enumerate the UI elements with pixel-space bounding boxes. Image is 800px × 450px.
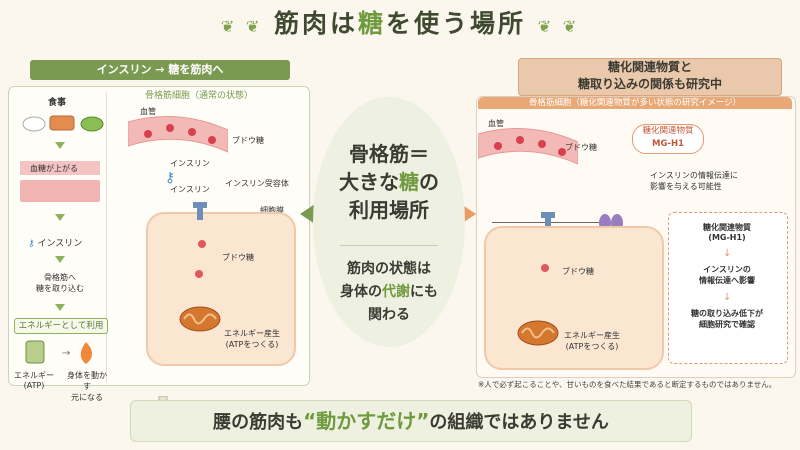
process-box xyxy=(668,212,788,364)
arrow-down-icon: ↓ xyxy=(723,248,732,259)
title-post: を使う場所 xyxy=(386,9,527,38)
muscle-cell xyxy=(484,226,664,370)
left-banner: インスリン → 糖を筋肉へ xyxy=(30,60,290,80)
title-highlight: 糖 xyxy=(357,9,386,38)
receptor-label: インスリン受容体 xyxy=(225,179,289,188)
vessel-graphic xyxy=(478,128,578,165)
process-step-2: インスリンの情報伝達へ影響 xyxy=(699,265,755,285)
energy-production-label: エネルギー産生(ATPをつくる) xyxy=(224,329,280,349)
meal-icon xyxy=(22,115,104,132)
process-step-1: 糖化関連物質(MG-H1) xyxy=(703,223,751,242)
flow-take-in: 骨格筋へ糖を取り込む xyxy=(36,273,84,293)
receptor-icon xyxy=(193,202,207,220)
energy-production-label: エネルギー産生(ATPをつくる) xyxy=(564,331,620,351)
vessel-graphic xyxy=(128,116,228,153)
arrow-down-icon xyxy=(55,304,65,311)
flow-blood-sugar: 血糖が上がる xyxy=(30,164,78,173)
insulin-label-2: インスリン xyxy=(170,185,210,194)
key-icon: ⚷ xyxy=(165,170,176,186)
glucose-dot xyxy=(541,264,549,272)
right-banner: 糖化関連物質と糖取り込みの関係も研究中 xyxy=(518,58,782,96)
glucose-in-label: ブドウ糖 xyxy=(562,267,594,276)
arrow-down-icon xyxy=(55,214,65,221)
title-pre: 筋肉は xyxy=(273,9,358,38)
insulin-label-1: インスリン xyxy=(170,159,210,168)
membrane-line xyxy=(492,222,622,223)
receptor-icon xyxy=(541,212,555,230)
laurel-right-icon: ❦ ❦ xyxy=(537,17,580,36)
bottom-banner: 腰の筋肉も“動かすだけ”の組織ではありません xyxy=(130,400,692,442)
muscle-cell xyxy=(146,212,296,366)
page-title: ❦ ❦ 筋肉は糖を使う場所 ❦ ❦ xyxy=(0,4,800,40)
blood-sugar-badge xyxy=(20,161,100,175)
flow-insulin: ⚷ インスリン xyxy=(28,239,83,249)
move-body-label: 身体を動かす元になる xyxy=(67,371,107,402)
left-panel-title: 骨格筋細胞（通常の状態） xyxy=(145,91,254,101)
vessel-label: 血管 xyxy=(140,107,156,116)
glucose-in-label: ブドウ糖 xyxy=(222,253,254,262)
arrow-down-icon: ↓ xyxy=(723,292,732,303)
flow-meal: 食事 xyxy=(48,98,67,108)
arrow-down-icon xyxy=(55,256,65,263)
mitochondria-icon xyxy=(517,320,559,346)
center-subtext: 筋肉の状態は 身体の代謝にも 関わる xyxy=(340,261,438,323)
blood-vessel-strip xyxy=(20,180,100,202)
process-step-3: 糖の取り込み低下が細胞研究で確認 xyxy=(691,309,763,329)
energy-use-bar: エネルギーとして利用 xyxy=(14,318,108,334)
svg-text:→: → xyxy=(62,348,70,359)
right-panel-title: 骨格筋細胞（糖化関連物質が多い状態の研究イメージ） xyxy=(478,97,792,109)
disclaimer-note: ※人で必ず起こることや、甘いものを食べた結果であると断定するものではありません。 xyxy=(478,380,777,389)
energy-atp-label: エネルギー(ATP) xyxy=(14,371,54,390)
laurel-left-icon: ❦ ❦ xyxy=(220,17,263,36)
membrane-label: 細胞膜 xyxy=(260,206,284,215)
center-circle xyxy=(313,97,465,347)
glucose-dot xyxy=(198,240,206,248)
influence-label: インスリンの情報伝達に影響を与える可能性 xyxy=(650,171,738,191)
battery-icon: → xyxy=(25,340,92,364)
divider xyxy=(340,245,438,246)
vessel-label: 血管 xyxy=(488,119,504,128)
mitochondria-icon xyxy=(179,306,221,332)
arrow-down-icon xyxy=(55,142,65,149)
center-heading: 骨格筋＝ 大きな糖の 利用場所 xyxy=(339,142,439,222)
glucose-label: ブドウ糖 xyxy=(232,136,264,145)
key-icon: ⚷ xyxy=(28,239,35,249)
glucose-label: ブドウ糖 xyxy=(565,143,597,152)
left-flow-column xyxy=(14,92,107,382)
glucose-dot xyxy=(195,270,203,278)
